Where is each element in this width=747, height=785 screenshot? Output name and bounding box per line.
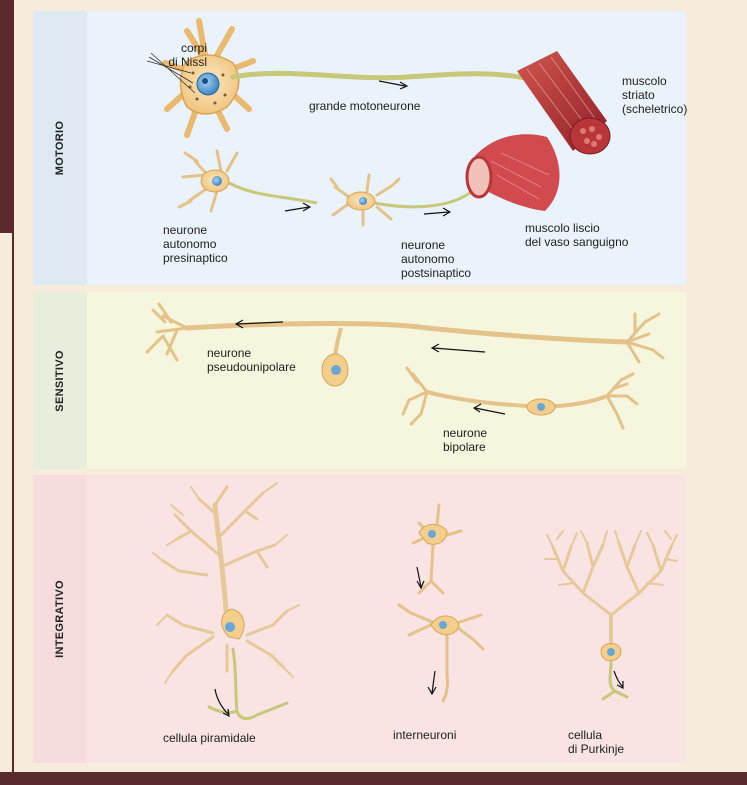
sensory-content: neurone pseudounipolare neurone bipolare [87, 292, 686, 469]
pyramidal-cell [152, 482, 300, 720]
motor-title: MOTORIO [54, 120, 66, 176]
sensory-side-strip: SENSITIVO [33, 292, 87, 469]
frame-bar-bottom [0, 772, 747, 785]
frame-bar-top-left [0, 0, 12, 233]
big-motor-neuron [146, 18, 564, 138]
integrative-side-strip: INTEGRATIVO [33, 475, 87, 763]
interneurons-label: interneuroni [393, 728, 457, 742]
big-motor-neuron-label: grande motoneurone [309, 99, 421, 113]
blood-vessel [465, 134, 560, 211]
presynaptic-neuron [177, 149, 318, 213]
striated-muscle [517, 51, 611, 155]
motor-side-strip: MOTORIO [33, 11, 87, 285]
purkinje-label: cellula di Purkinje [568, 728, 625, 756]
pseudounipolar-label: neurone pseudounipolare [207, 346, 296, 374]
pseudounipolar-neuron [145, 302, 665, 387]
frame-line-left [12, 0, 14, 772]
nissl-bodies-label: corpi di Nissl [168, 41, 207, 69]
motor-illustration [146, 18, 611, 227]
integrative-content: cellula piramidale interneuroni cellula … [87, 475, 686, 763]
purkinje-cell [544, 530, 678, 701]
sensory-illustration [145, 302, 665, 430]
postsynaptic-label: neurone autonomo postsinaptico [401, 238, 472, 280]
striated-muscle-label: muscolo striato (scheletrico) [622, 74, 688, 116]
integrative-illustration [152, 482, 678, 720]
presynaptic-label: neurone autonomo presinaptico [163, 223, 228, 265]
sensory-panel: SENSITIVO [33, 292, 686, 469]
integrative-title: INTEGRATIVO [54, 580, 66, 658]
bipolar-label: neurone bipolare [443, 426, 488, 454]
motor-panel: MOTORIO [33, 11, 688, 285]
integrative-panel: INTEGRATIVO [33, 475, 686, 763]
smooth-muscle-label: muscolo liscio del vaso sanguigno [525, 221, 629, 249]
pyramidal-label: cellula piramidale [163, 731, 256, 745]
sensory-title: SENSITIVO [54, 349, 66, 412]
bipolar-neuron [401, 366, 639, 430]
motor-content: corpi di Nissl grande motoneurone muscol… [87, 11, 688, 285]
